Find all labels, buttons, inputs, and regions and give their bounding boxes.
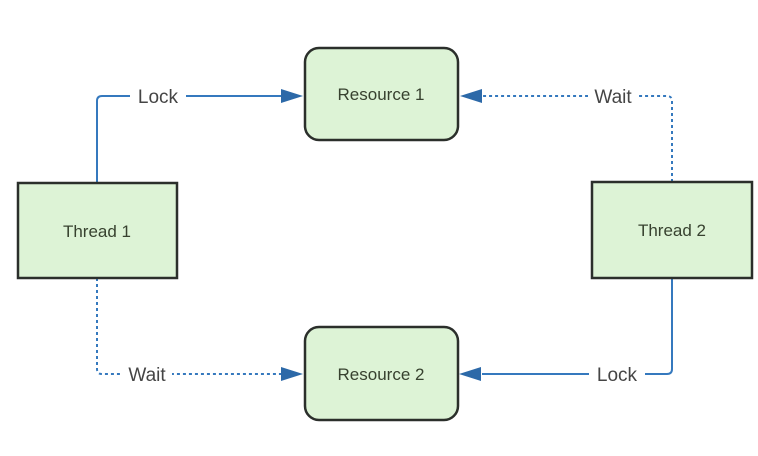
arrowhead-into-resource1-right-icon	[460, 89, 482, 103]
edge-label-lock-top: Lock	[138, 87, 179, 108]
edge-thread2-resource2-lock	[482, 278, 673, 375]
edge-label-wait-top: Wait	[594, 87, 632, 108]
edge-label-lock-bottom: Lock	[597, 365, 638, 386]
edge-label-bg	[588, 84, 638, 109]
node-resource2-label: Resource 2	[338, 365, 425, 384]
node-thread2-label: Thread 2	[638, 221, 706, 240]
arrowhead-into-resource2-right-icon	[459, 367, 481, 381]
node-thread1-label: Thread 1	[63, 222, 131, 241]
arrowhead-into-resource2-left-icon	[281, 367, 303, 381]
node-resource1-label: Resource 1	[338, 85, 425, 104]
edge-label-bg	[589, 362, 645, 387]
node-thread2	[590, 180, 754, 280]
edge-thread2-resource1-wait	[482, 95, 673, 182]
edge-label-wait-bottom: Wait	[128, 365, 166, 386]
edge-thread1-resource2-wait	[96, 278, 281, 375]
edge-thread1-resource1-lock	[96, 95, 281, 183]
node-resource1	[303, 46, 460, 142]
edge-label-bg	[122, 362, 172, 387]
edge-label-bg	[130, 84, 186, 109]
node-thread1	[16, 181, 179, 280]
node-resource2	[303, 325, 460, 422]
arrowhead-into-resource1-left-icon	[281, 89, 303, 103]
